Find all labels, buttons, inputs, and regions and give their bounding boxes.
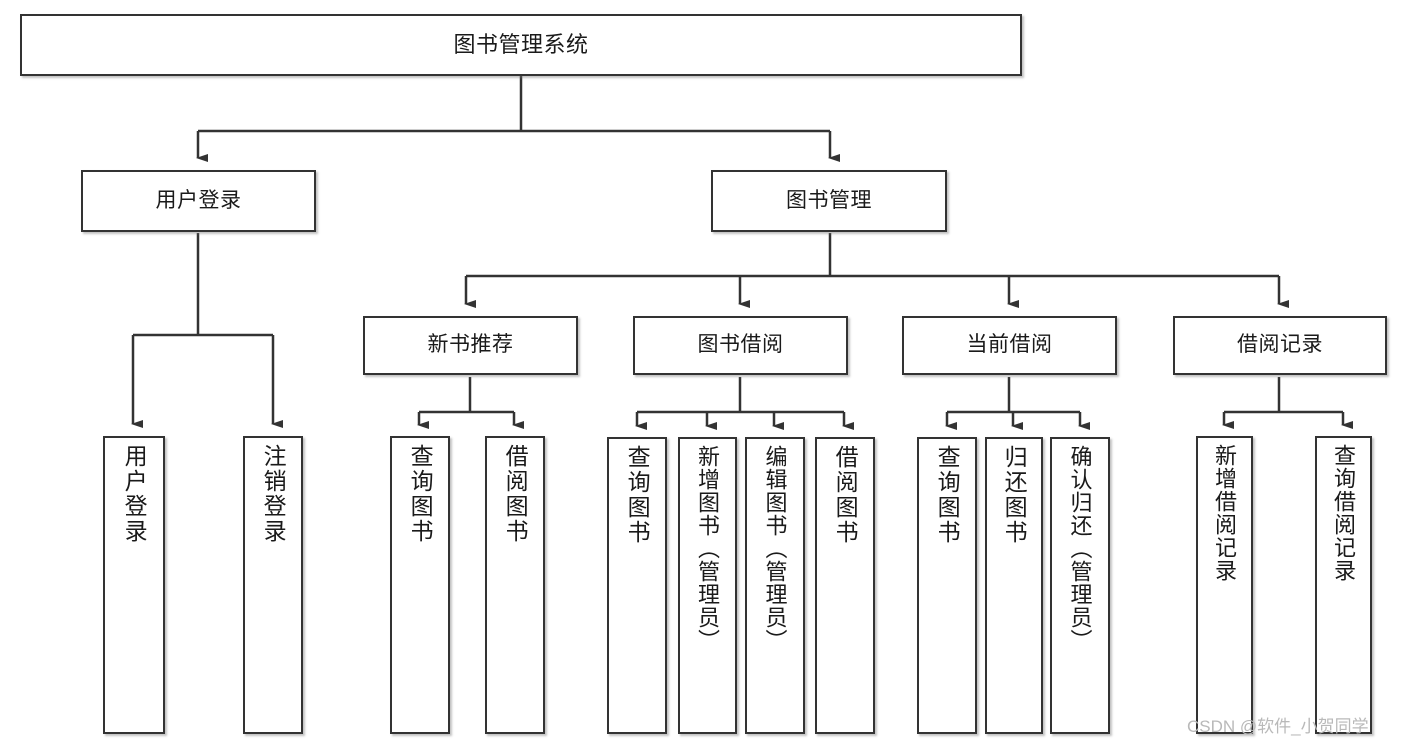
node-current-borrow[interactable]: 当前借阅: [902, 316, 1117, 375]
node-new-book-recommend[interactable]: 新书推荐: [363, 316, 578, 375]
node-label: 用户登录: [121, 444, 148, 544]
node-label: 归还图书: [1001, 445, 1028, 545]
node-label: 用户登录: [155, 188, 242, 212]
node-label: 借阅图书: [832, 445, 859, 545]
node-user-login[interactable]: 用户登录: [81, 170, 316, 232]
leaf-current-confirm-return-admin[interactable]: 确认归还（管理员）: [1050, 437, 1110, 734]
node-label: 编辑图书（管理员）: [762, 445, 788, 652]
node-label: 借阅图书: [502, 444, 529, 544]
node-label: 查询图书: [934, 445, 961, 545]
node-book-borrow[interactable]: 图书借阅: [633, 316, 848, 375]
node-label: 当前借阅: [966, 333, 1053, 357]
node-book-management[interactable]: 图书管理: [711, 170, 947, 232]
node-label: 查询图书: [407, 444, 434, 544]
node-label: 借阅记录: [1237, 333, 1323, 357]
leaf-record-query-record[interactable]: 查询借阅记录: [1315, 436, 1372, 734]
leaf-recommend-query-book[interactable]: 查询图书: [390, 436, 450, 734]
leaf-user-login-signin[interactable]: 用户登录: [103, 436, 165, 734]
node-root-system[interactable]: 图书管理系统: [20, 14, 1022, 76]
node-borrow-record[interactable]: 借阅记录: [1173, 316, 1387, 375]
node-label: 图书借阅: [697, 333, 784, 357]
node-label: 图书管理系统: [453, 31, 589, 57]
leaf-borrow-edit-book-admin[interactable]: 编辑图书（管理员）: [745, 437, 805, 734]
node-label: 确认归还（管理员）: [1067, 445, 1093, 652]
leaf-borrow-borrow-book[interactable]: 借阅图书: [815, 437, 875, 734]
node-label: 查询图书: [624, 445, 651, 545]
csdn-watermark: CSDN @软件_小贺同学: [1187, 717, 1369, 736]
node-label: 注销登录: [260, 444, 287, 544]
node-label: 新书推荐: [427, 333, 514, 357]
leaf-borrow-add-book-admin[interactable]: 新增图书（管理员）: [678, 437, 737, 734]
node-label: 图书管理: [786, 188, 872, 212]
node-label: 新增图书（管理员）: [695, 445, 721, 652]
leaf-record-add-record[interactable]: 新增借阅记录: [1196, 436, 1253, 734]
leaf-current-return-book[interactable]: 归还图书: [985, 437, 1043, 734]
node-label: 新增借阅记录: [1212, 444, 1238, 582]
leaf-current-query-book[interactable]: 查询图书: [917, 437, 977, 734]
leaf-recommend-borrow-book[interactable]: 借阅图书: [485, 436, 545, 734]
leaf-user-login-signout[interactable]: 注销登录: [243, 436, 303, 734]
leaf-borrow-query-book[interactable]: 查询图书: [607, 437, 667, 734]
node-label: 查询借阅记录: [1331, 444, 1357, 582]
